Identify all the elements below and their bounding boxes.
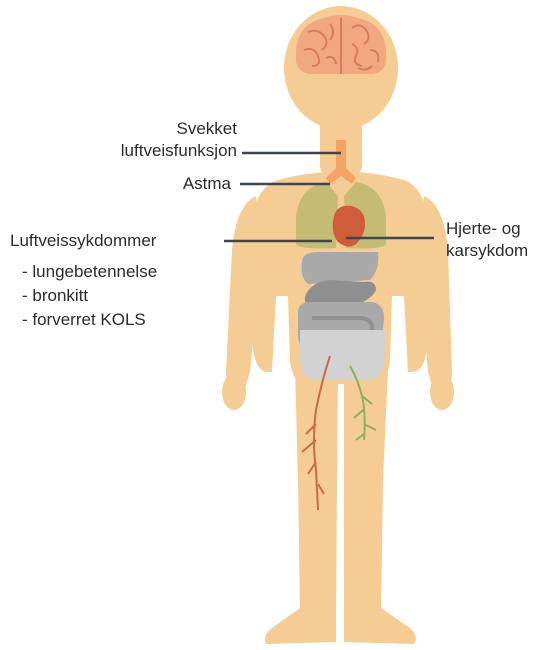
left-hand	[222, 374, 246, 410]
label-luftveis: Luftveissykdommer	[10, 230, 156, 252]
right-foot	[344, 608, 416, 644]
right-hand	[430, 374, 454, 410]
label-svekket: Svekket luftveisfunksjon	[121, 118, 237, 162]
label-svekket-line1: Svekket	[121, 118, 237, 140]
label-svekket-line2: luftveisfunksjon	[121, 140, 237, 162]
luftveis-item: - forverret KOLS	[22, 308, 157, 332]
luftveis-item: - lungebetennelse	[22, 260, 157, 284]
label-hjerte: Hjerte- og karsykdom	[446, 218, 528, 262]
label-hjerte-line1: Hjerte- og	[446, 218, 528, 240]
label-astma: Astma	[183, 173, 231, 195]
luftveis-subitems: - lungebetennelse - bronkitt - forverret…	[22, 260, 157, 332]
left-leg	[287, 370, 338, 640]
luftveis-item: - bronkitt	[22, 284, 157, 308]
liver	[302, 252, 379, 284]
left-foot	[265, 608, 336, 644]
label-hjerte-line2: karsykdom	[446, 240, 528, 262]
right-leg	[344, 370, 394, 640]
bladder	[300, 330, 386, 380]
left-arm	[226, 196, 262, 397]
